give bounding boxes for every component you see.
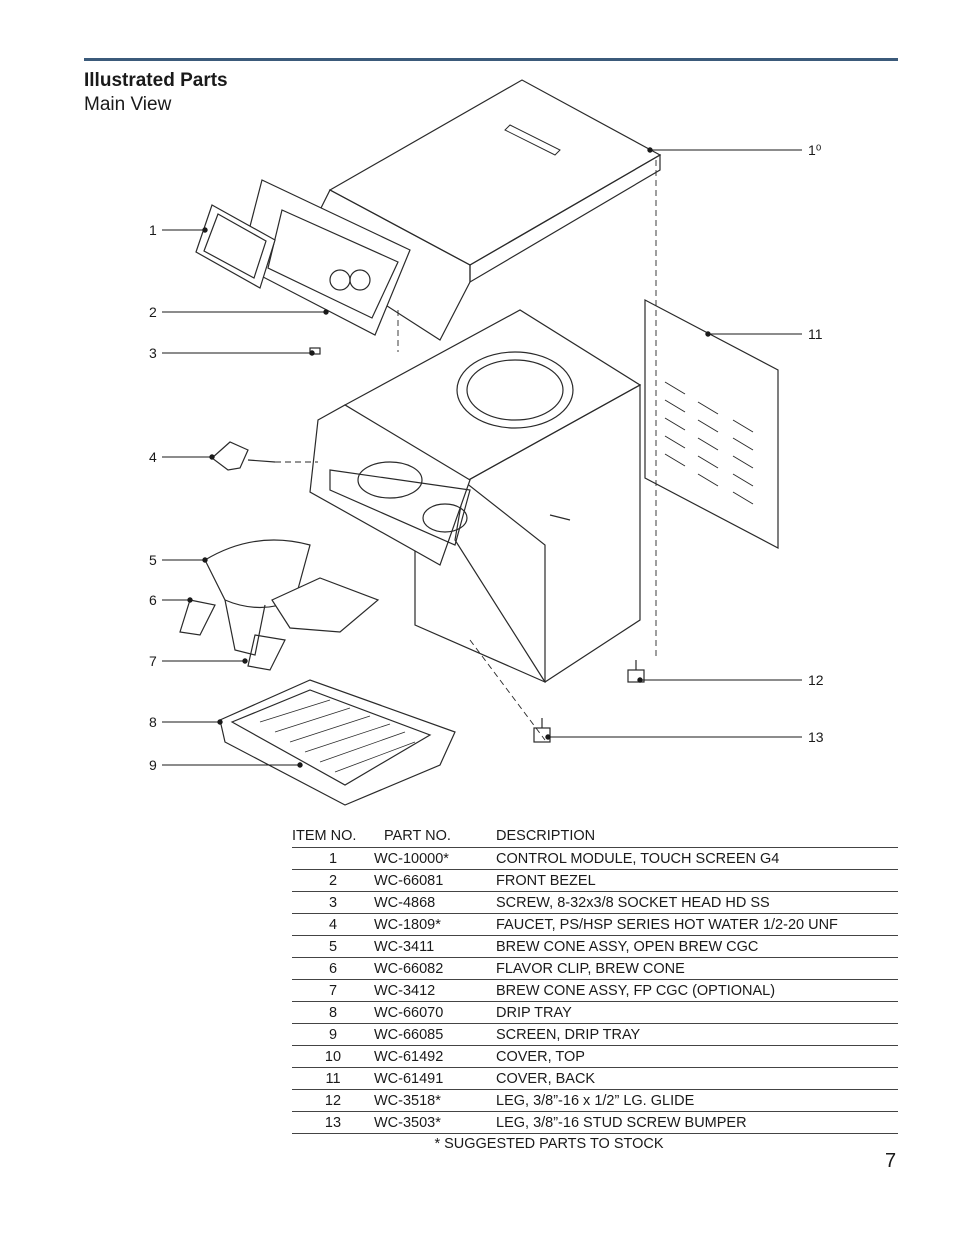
item-no: 9 bbox=[292, 1023, 374, 1046]
part-no: WC-61491 bbox=[374, 1067, 496, 1090]
description: FRONT BEZEL bbox=[496, 869, 898, 892]
item-no: 2 bbox=[292, 869, 374, 892]
item-no: 5 bbox=[292, 935, 374, 958]
top-cover-drawing bbox=[299, 79, 662, 341]
description: BREW CONE ASSY, FP CGC (OPTIONAL) bbox=[496, 979, 898, 1002]
item-no: 3 bbox=[292, 891, 374, 914]
faucet-drawing bbox=[211, 441, 276, 471]
footnote: * SUGGESTED PARTS TO STOCK bbox=[434, 1136, 664, 1152]
brew-cone-drawing bbox=[179, 539, 311, 656]
touch-screen-drawing bbox=[195, 204, 276, 289]
part-no: WC-66070 bbox=[374, 1001, 496, 1024]
part-no: WC-3411 bbox=[374, 935, 496, 958]
page-number: 7 bbox=[885, 1150, 897, 1172]
header-rule bbox=[84, 58, 898, 61]
back-cover-drawing bbox=[644, 299, 779, 549]
description: SCREEN, DRIP TRAY bbox=[496, 1023, 898, 1046]
item-no: 11 bbox=[292, 1067, 374, 1090]
callout-4: 4 bbox=[149, 449, 157, 465]
description: CONTROL MODULE, TOUCH SCREEN G4 bbox=[496, 847, 898, 870]
callout-5: 5 bbox=[149, 552, 157, 568]
callout-6: 6 bbox=[149, 592, 157, 608]
item-no: 6 bbox=[292, 957, 374, 980]
description: BREW CONE ASSY, OPEN BREW CGC bbox=[496, 935, 898, 958]
part-no: WC-66085 bbox=[374, 1023, 496, 1046]
item-no: 13 bbox=[292, 1111, 374, 1134]
callout-2: 2 bbox=[149, 304, 157, 320]
part-no: WC-10000* bbox=[374, 847, 496, 870]
item-no: 1 bbox=[292, 847, 374, 870]
callout-1: 1 bbox=[149, 222, 157, 238]
part-no: WC-3518* bbox=[374, 1089, 496, 1112]
item-no: 8 bbox=[292, 1001, 374, 1024]
part-no: WC-61492 bbox=[374, 1045, 496, 1068]
header-part-no: PART NO. bbox=[374, 825, 496, 848]
part-no: WC-66082 bbox=[374, 957, 496, 980]
screw-drawing bbox=[309, 347, 321, 355]
page-subtitle: Main View bbox=[84, 94, 172, 115]
callout-11: 11 bbox=[808, 326, 823, 342]
drip-tray-drawing bbox=[219, 679, 456, 806]
fp-brew-cone-drawing bbox=[247, 577, 380, 671]
callout-9: 9 bbox=[149, 757, 157, 773]
part-no: WC-1809* bbox=[374, 913, 496, 936]
description: COVER, TOP bbox=[496, 1045, 898, 1068]
description: LEG, 3/8”-16 STUD SCREW BUMPER bbox=[496, 1111, 898, 1134]
brewer-body-drawing bbox=[309, 309, 642, 683]
callout-3: 3 bbox=[149, 345, 157, 361]
item-no: 7 bbox=[292, 979, 374, 1002]
table-header-row: ITEM NO. PART NO. DESCRIPTION bbox=[292, 825, 898, 848]
callout-10: 1⁰ bbox=[808, 142, 822, 158]
item-no: 10 bbox=[292, 1045, 374, 1068]
callout-8: 8 bbox=[149, 714, 157, 730]
description: COVER, BACK bbox=[496, 1067, 898, 1090]
item-no: 12 bbox=[292, 1089, 374, 1112]
callout-13: 13 bbox=[808, 729, 824, 745]
header-item-no: ITEM NO. bbox=[292, 825, 374, 848]
callout-7: 7 bbox=[149, 653, 157, 669]
callout-leaders bbox=[162, 147, 802, 768]
item-no: 4 bbox=[292, 913, 374, 936]
part-no: WC-4868 bbox=[374, 891, 496, 914]
description: FLAVOR CLIP, BREW CONE bbox=[496, 957, 898, 980]
callout-12: 12 bbox=[808, 672, 824, 688]
header-description: DESCRIPTION bbox=[496, 825, 898, 848]
exploded-parts-diagram bbox=[162, 79, 802, 806]
front-bezel-drawing bbox=[239, 179, 411, 336]
part-no: WC-3503* bbox=[374, 1111, 496, 1134]
description: SCREW, 8-32x3/8 SOCKET HEAD HD SS bbox=[496, 891, 898, 914]
description: FAUCET, PS/HSP SERIES HOT WATER 1/2-20 U… bbox=[496, 913, 898, 936]
description: DRIP TRAY bbox=[496, 1001, 898, 1024]
description: LEG, 3/8”-16 x 1/2” LG. GLIDE bbox=[496, 1089, 898, 1112]
part-no: WC-3412 bbox=[374, 979, 496, 1002]
page-title: Illustrated Parts bbox=[84, 70, 228, 91]
part-no: WC-66081 bbox=[374, 869, 496, 892]
